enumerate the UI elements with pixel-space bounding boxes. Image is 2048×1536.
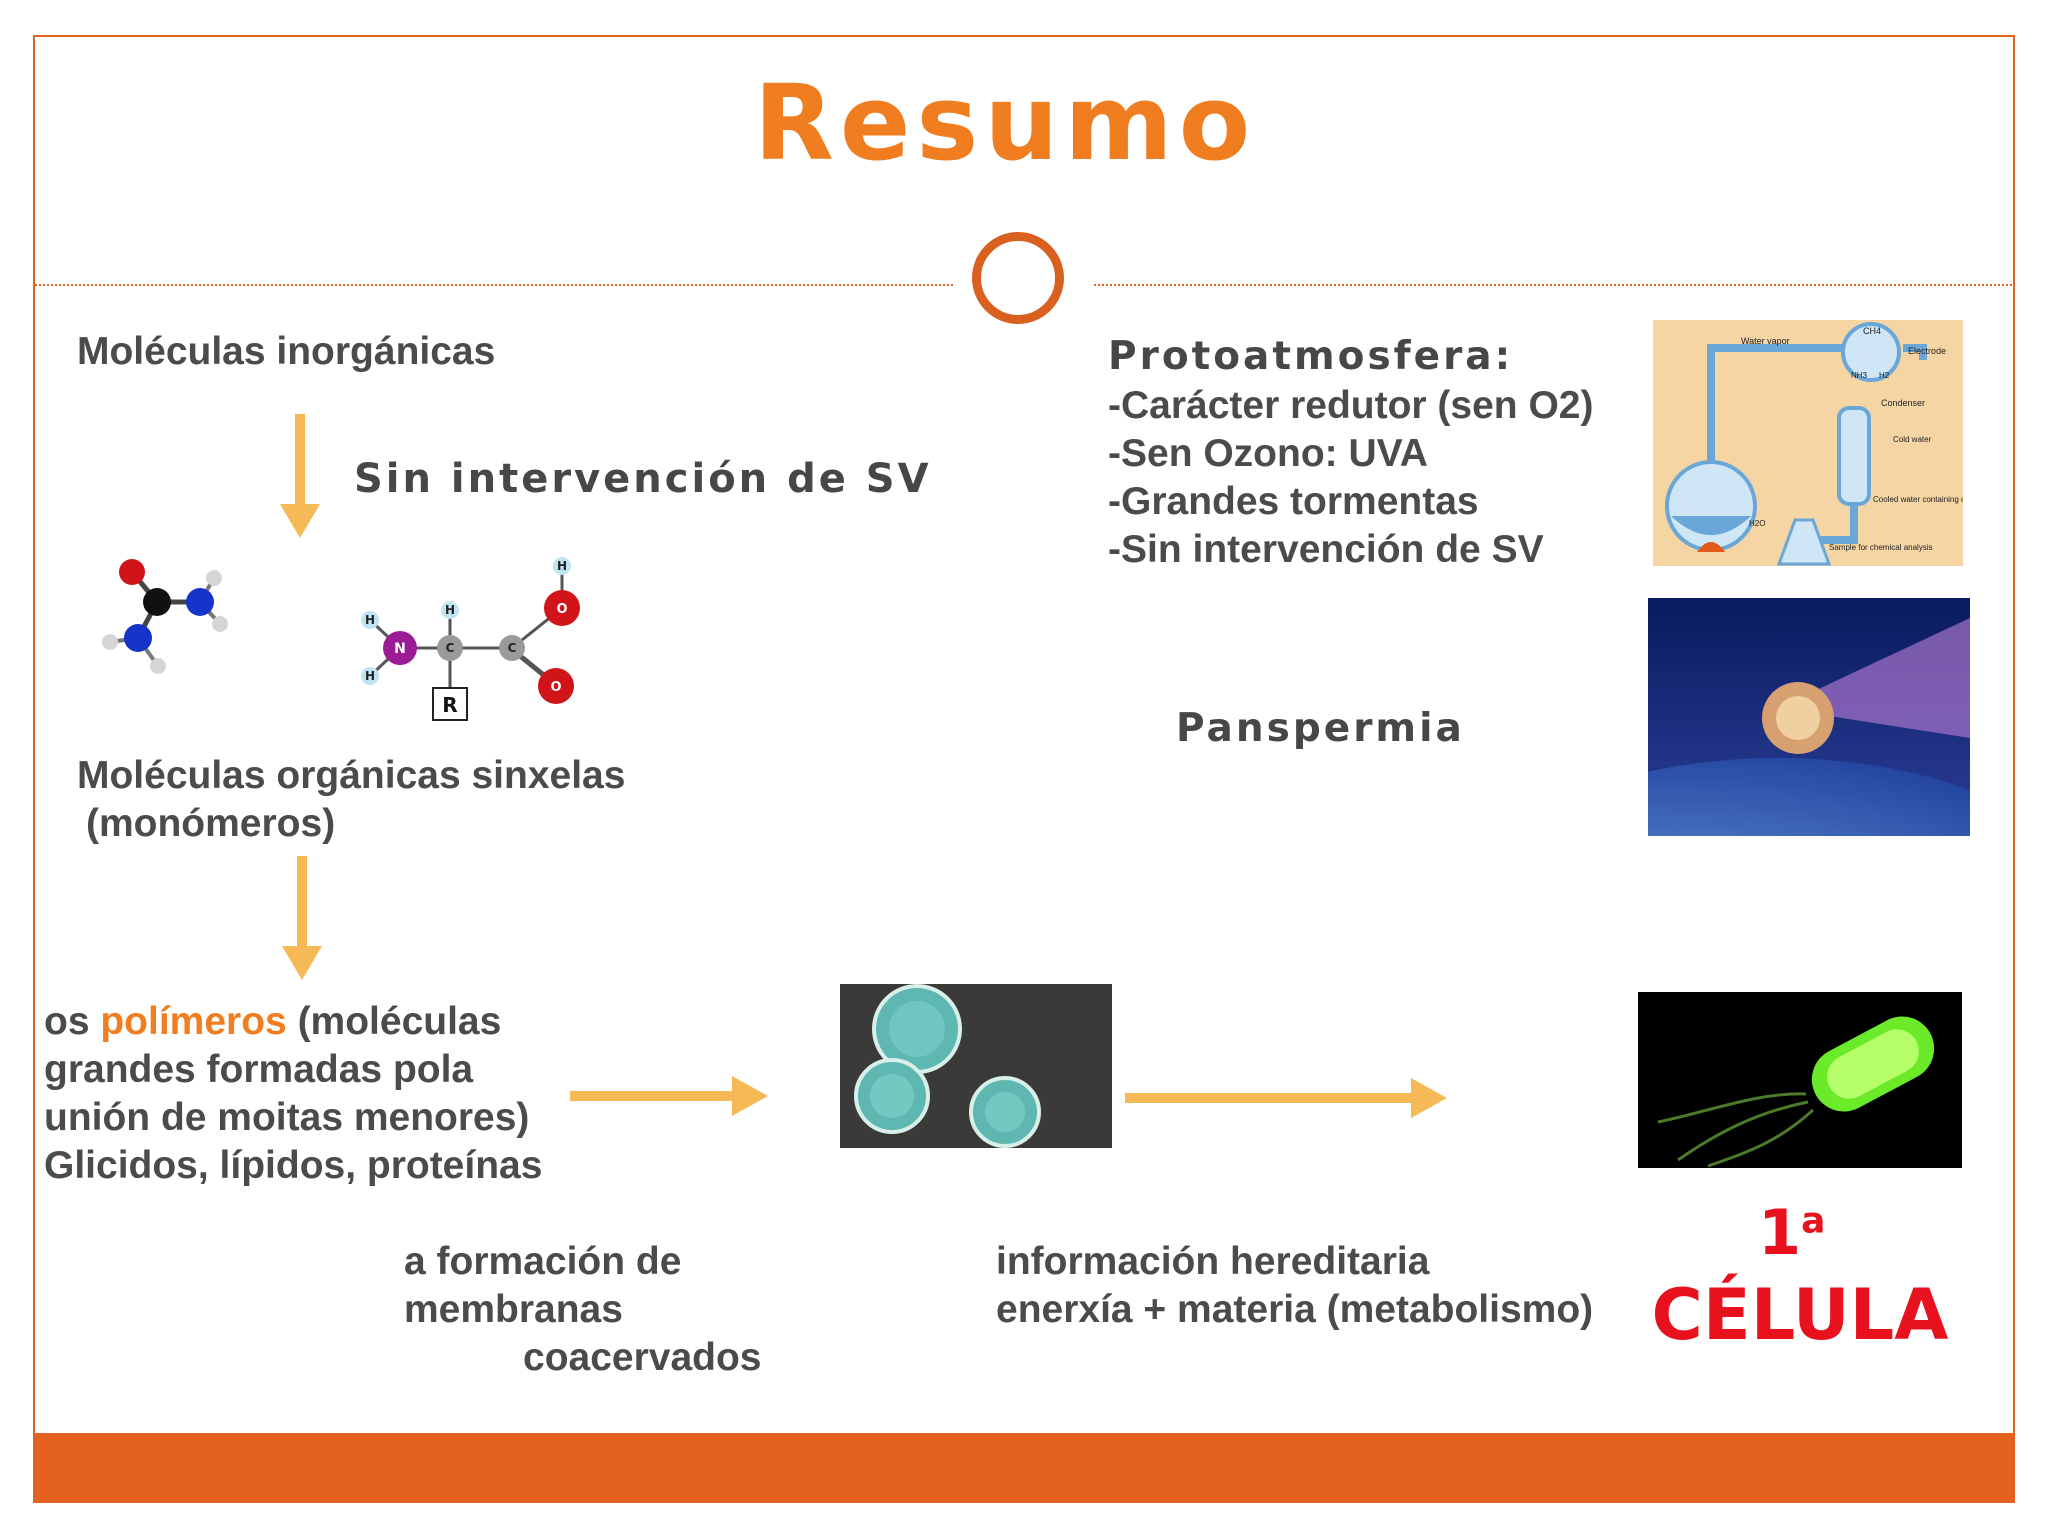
atom-label-o: O: [556, 602, 567, 617]
panspermia-label: Panspermia: [1176, 706, 1465, 751]
coacervates-image: [840, 984, 1112, 1148]
polymers-rest: (moléculas: [286, 1000, 502, 1043]
protoatmosphere-bullet-2: -Sen Ozono: UVA: [1108, 432, 1428, 475]
atom-label-h: H: [557, 559, 567, 573]
miller-electrode-label: Electrode: [1908, 346, 1946, 356]
cell-word: CÉLULA: [1651, 1274, 1949, 1356]
membranes-line-2: membranas: [404, 1288, 623, 1331]
polymers-prefix: os: [44, 1000, 101, 1043]
coacervates-label: coacervados: [523, 1336, 762, 1379]
organic-molecules-label: Moléculas orgánicas sinxelas: [77, 754, 626, 797]
bacterium-image: [1638, 992, 1962, 1168]
down-arrow-2: [282, 856, 322, 980]
divider-ring-icon: [972, 232, 1064, 324]
polymers-highlight: polímeros: [100, 1000, 287, 1043]
polymers-line-3: unión de moitas menores): [44, 1096, 530, 1139]
r-group-label: R: [442, 693, 457, 717]
no-sv-heading: Sin intervención de SV: [354, 456, 932, 502]
miller-urey-apparatus-image: Water vapor CH4 Electrode NH3 H2 Condens…: [1653, 320, 1963, 566]
down-arrow-1: [280, 414, 320, 538]
protoatmosphere-bullet-1: -Carácter redutor (sen O2): [1108, 384, 1594, 427]
monomers-label: (monómeros): [86, 802, 336, 845]
hereditary-info-label: información hereditaria: [996, 1240, 1430, 1283]
miller-cooled-water-label: Cooled water containing organic compound…: [1873, 495, 1963, 504]
divider-left: [35, 284, 953, 286]
miller-nh3-label: NH3: [1851, 371, 1868, 380]
comet-space-image: [1648, 598, 1970, 836]
miller-h2-label: H2: [1879, 371, 1890, 380]
energy-matter-label: enerxía + materia (metabolismo): [996, 1288, 1594, 1331]
miller-h2o-label: H2O: [1749, 519, 1765, 528]
protoatmosphere-heading: Protoatmosfera:: [1108, 334, 1514, 379]
polymers-line-2: grandes formadas pola: [44, 1048, 474, 1091]
protoatmosphere-bullet-4: -Sin intervención de SV: [1108, 528, 1544, 571]
urea-molecule-image: [102, 559, 228, 674]
first-cell-number: 1a: [1758, 1196, 1826, 1269]
protoatmosphere-bullet-3: -Grandes tormentas: [1108, 480, 1479, 523]
atom-label-c: C: [446, 641, 455, 655]
polymers-line-4: Glicidos, lípidos, proteínas: [44, 1144, 543, 1187]
miller-water-vapor-label: Water vapor: [1741, 336, 1790, 346]
footer-bar: [33, 1433, 2015, 1503]
right-arrow-1: [570, 1076, 768, 1116]
slide-title: Resumo: [753, 62, 1257, 184]
miller-cold-water-label: Cold water: [1893, 435, 1932, 444]
atom-label-h: H: [445, 603, 455, 617]
atom-label-h: H: [365, 669, 375, 683]
miller-condenser-label: Condenser: [1881, 398, 1925, 408]
right-arrow-2: [1125, 1078, 1447, 1118]
divider-right: [1094, 284, 2012, 286]
atom-label-o: O: [550, 680, 561, 695]
atom-label-n: N: [394, 641, 406, 657]
atom-label-c: C: [508, 641, 517, 655]
polymers-line-1: os polímeros (moléculas: [44, 998, 501, 1046]
first-cell-superscript: a: [1801, 1200, 1826, 1242]
membranes-line-1: a formación de: [404, 1240, 682, 1283]
inorganic-molecules-label: Moléculas inorgánicas: [77, 330, 496, 373]
miller-ch4-label: CH4: [1863, 326, 1881, 336]
miller-sample-label: Sample for chemical analysis: [1829, 543, 1933, 552]
amino-acid-molecule-image: H H N C H C O O H R: [361, 557, 580, 721]
atom-label-h: H: [365, 613, 375, 627]
